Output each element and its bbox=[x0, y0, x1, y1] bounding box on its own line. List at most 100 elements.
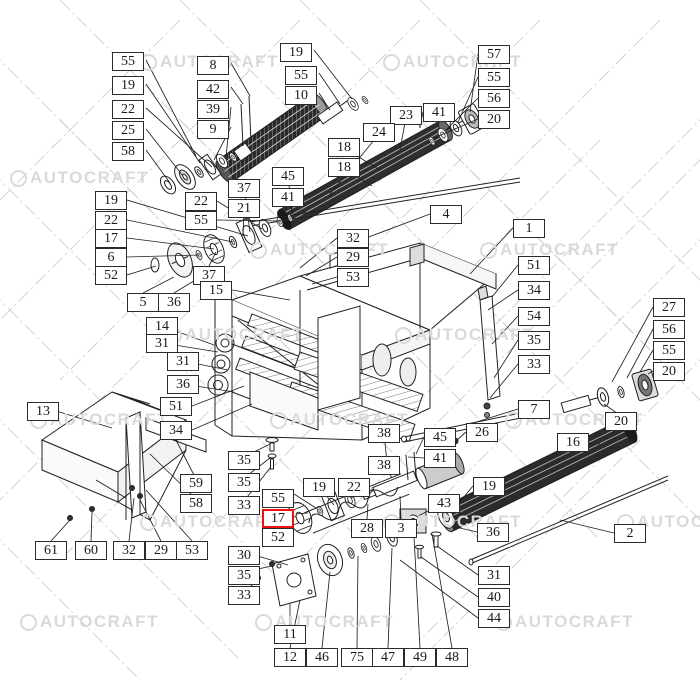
part-callout-38[interactable]: 38 bbox=[368, 456, 400, 475]
part-callout-55[interactable]: 55 bbox=[653, 341, 685, 360]
part-callout-5[interactable]: 5 bbox=[127, 293, 159, 312]
part-callout-17[interactable]: 17 bbox=[95, 229, 127, 248]
part-callout-23[interactable]: 23 bbox=[390, 106, 422, 125]
part-callout-37[interactable]: 37 bbox=[228, 179, 260, 198]
part-callout-4[interactable]: 4 bbox=[430, 205, 462, 224]
part-callout-32[interactable]: 32 bbox=[113, 541, 145, 560]
part-callout-52[interactable]: 52 bbox=[262, 528, 294, 547]
part-callout-31[interactable]: 31 bbox=[167, 352, 199, 371]
part-callout-20[interactable]: 20 bbox=[478, 110, 510, 129]
part-callout-28[interactable]: 28 bbox=[351, 519, 383, 538]
part-callout-15[interactable]: 15 bbox=[200, 281, 232, 300]
part-callout-41[interactable]: 41 bbox=[272, 188, 304, 207]
part-callout-54[interactable]: 54 bbox=[518, 307, 550, 326]
part-callout-46[interactable]: 46 bbox=[306, 648, 338, 667]
part-callout-33[interactable]: 33 bbox=[228, 496, 260, 515]
part-callout-19[interactable]: 19 bbox=[280, 43, 312, 62]
part-callout-3[interactable]: 3 bbox=[385, 519, 417, 538]
part-callout-38[interactable]: 38 bbox=[368, 424, 400, 443]
part-callout-35[interactable]: 35 bbox=[518, 331, 550, 350]
part-callout-26[interactable]: 26 bbox=[466, 423, 498, 442]
part-callout-16[interactable]: 16 bbox=[557, 433, 589, 452]
part-callout-20[interactable]: 20 bbox=[653, 362, 685, 381]
part-callout-45[interactable]: 45 bbox=[272, 167, 304, 186]
part-callout-18[interactable]: 18 bbox=[328, 138, 360, 157]
part-callout-6[interactable]: 6 bbox=[95, 248, 127, 267]
part-callout-52[interactable]: 52 bbox=[95, 266, 127, 285]
part-callout-34[interactable]: 34 bbox=[160, 421, 192, 440]
part-callout-11[interactable]: 11 bbox=[274, 625, 306, 644]
part-callout-61[interactable]: 61 bbox=[35, 541, 67, 560]
part-callout-33[interactable]: 33 bbox=[518, 355, 550, 374]
watermark-autocraft: AUTOCRAFT bbox=[10, 168, 149, 188]
part-callout-60[interactable]: 60 bbox=[75, 541, 107, 560]
part-callout-55[interactable]: 55 bbox=[262, 489, 294, 508]
part-callout-35[interactable]: 35 bbox=[228, 451, 260, 470]
part-callout-47[interactable]: 47 bbox=[372, 648, 404, 667]
part-callout-55[interactable]: 55 bbox=[478, 68, 510, 87]
part-callout-44[interactable]: 44 bbox=[478, 609, 510, 628]
part-callout-27[interactable]: 27 bbox=[653, 298, 685, 317]
part-callout-75[interactable]: 75 bbox=[341, 648, 373, 667]
part-callout-19[interactable]: 19 bbox=[95, 191, 127, 210]
part-callout-53[interactable]: 53 bbox=[337, 268, 369, 287]
part-callout-25[interactable]: 25 bbox=[112, 121, 144, 140]
part-callout-32[interactable]: 32 bbox=[337, 229, 369, 248]
part-callout-45[interactable]: 45 bbox=[424, 428, 456, 447]
part-callout-59[interactable]: 59 bbox=[180, 474, 212, 493]
part-callout-22[interactable]: 22 bbox=[338, 478, 370, 497]
part-callout-55[interactable]: 55 bbox=[285, 66, 317, 85]
part-callout-42[interactable]: 42 bbox=[197, 80, 229, 99]
part-callout-18[interactable]: 18 bbox=[328, 158, 360, 177]
part-callout-1[interactable]: 1 bbox=[513, 219, 545, 238]
part-callout-33[interactable]: 33 bbox=[228, 586, 260, 605]
part-callout-13[interactable]: 13 bbox=[27, 402, 59, 421]
part-callout-17[interactable]: 17 bbox=[262, 509, 294, 528]
part-callout-48[interactable]: 48 bbox=[436, 648, 468, 667]
part-callout-7[interactable]: 7 bbox=[518, 400, 550, 419]
part-callout-41[interactable]: 41 bbox=[423, 103, 455, 122]
part-callout-40[interactable]: 40 bbox=[478, 588, 510, 607]
watermark-autocraft: AUTOCRAFT bbox=[495, 612, 634, 632]
part-callout-51[interactable]: 51 bbox=[518, 256, 550, 275]
part-callout-35[interactable]: 35 bbox=[228, 566, 260, 585]
part-callout-9[interactable]: 9 bbox=[197, 120, 229, 139]
part-callout-51[interactable]: 51 bbox=[160, 397, 192, 416]
part-callout-30[interactable]: 30 bbox=[228, 546, 260, 565]
part-callout-22[interactable]: 22 bbox=[95, 211, 127, 230]
part-callout-31[interactable]: 31 bbox=[146, 334, 178, 353]
part-callout-41[interactable]: 41 bbox=[424, 449, 456, 468]
part-callout-10[interactable]: 10 bbox=[285, 86, 317, 105]
part-callout-29[interactable]: 29 bbox=[145, 541, 177, 560]
part-callout-56[interactable]: 56 bbox=[653, 320, 685, 339]
part-callout-8[interactable]: 8 bbox=[197, 56, 229, 75]
part-callout-49[interactable]: 49 bbox=[404, 648, 436, 667]
part-callout-22[interactable]: 22 bbox=[185, 192, 217, 211]
part-callout-20[interactable]: 20 bbox=[605, 412, 637, 431]
part-callout-31[interactable]: 31 bbox=[478, 566, 510, 585]
part-callout-12[interactable]: 12 bbox=[274, 648, 306, 667]
part-callout-53[interactable]: 53 bbox=[176, 541, 208, 560]
part-callout-19[interactable]: 19 bbox=[473, 477, 505, 496]
part-callout-55[interactable]: 55 bbox=[185, 211, 217, 230]
part-callout-24[interactable]: 24 bbox=[363, 123, 395, 142]
part-callout-56[interactable]: 56 bbox=[478, 89, 510, 108]
part-callout-21[interactable]: 21 bbox=[228, 199, 260, 218]
part-callout-36[interactable]: 36 bbox=[167, 375, 199, 394]
part-callout-22[interactable]: 22 bbox=[112, 100, 144, 119]
part-callout-29[interactable]: 29 bbox=[337, 248, 369, 267]
part-callout-36[interactable]: 36 bbox=[158, 293, 190, 312]
part-callout-39[interactable]: 39 bbox=[197, 100, 229, 119]
part-callout-43[interactable]: 43 bbox=[428, 494, 460, 513]
part-callout-58[interactable]: 58 bbox=[180, 494, 212, 513]
part-callout-19[interactable]: 19 bbox=[112, 76, 144, 95]
watermark-text: AUTOCRAFT bbox=[50, 410, 169, 429]
part-callout-35[interactable]: 35 bbox=[228, 473, 260, 492]
part-callout-36[interactable]: 36 bbox=[477, 523, 509, 542]
part-callout-58[interactable]: 58 bbox=[112, 142, 144, 161]
part-callout-2[interactable]: 2 bbox=[614, 524, 646, 543]
part-callout-19[interactable]: 19 bbox=[303, 478, 335, 497]
part-callout-57[interactable]: 57 bbox=[478, 45, 510, 64]
part-callout-34[interactable]: 34 bbox=[518, 281, 550, 300]
part-callout-55[interactable]: 55 bbox=[112, 52, 144, 71]
